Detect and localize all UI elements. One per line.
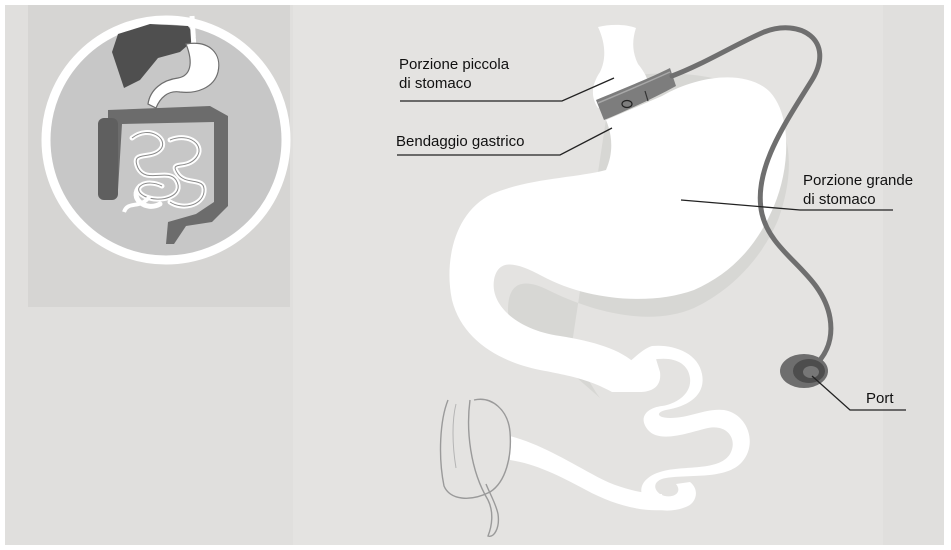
label-large-portion-line1: Porzione grande (803, 172, 913, 189)
label-port: Port (866, 390, 894, 407)
port-icon (780, 354, 828, 388)
label-small-portion-line1: Porzione piccola (399, 56, 510, 73)
digestive-system-inset (28, 5, 290, 307)
label-large-portion-line2: di stomaco (803, 191, 876, 208)
port-septum (803, 366, 819, 378)
label-small-portion-line2: di stomaco (399, 75, 472, 92)
colon-ascending-icon (98, 118, 118, 200)
inset-circle (46, 20, 286, 260)
label-gastric-band: Bendaggio gastrico (396, 133, 524, 150)
